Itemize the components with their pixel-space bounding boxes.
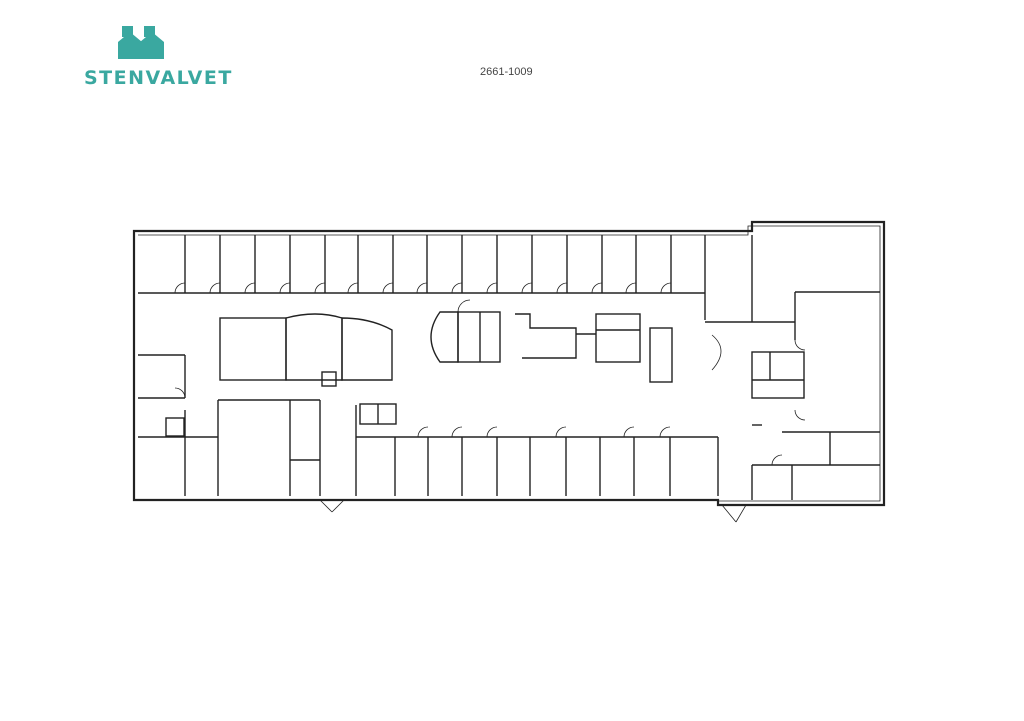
document-number: 2661-1009 <box>480 66 533 78</box>
house-blocks-logo-icon <box>118 26 164 59</box>
left-rooms <box>138 354 219 496</box>
brand-name: STENVALVET <box>84 67 233 89</box>
bottom-offices <box>218 399 747 523</box>
right-rooms <box>751 339 880 500</box>
company-logo: STENVALVET <box>78 24 231 92</box>
top-offices <box>138 235 880 340</box>
central-rooms <box>219 299 722 387</box>
outer-walls <box>132 220 886 507</box>
